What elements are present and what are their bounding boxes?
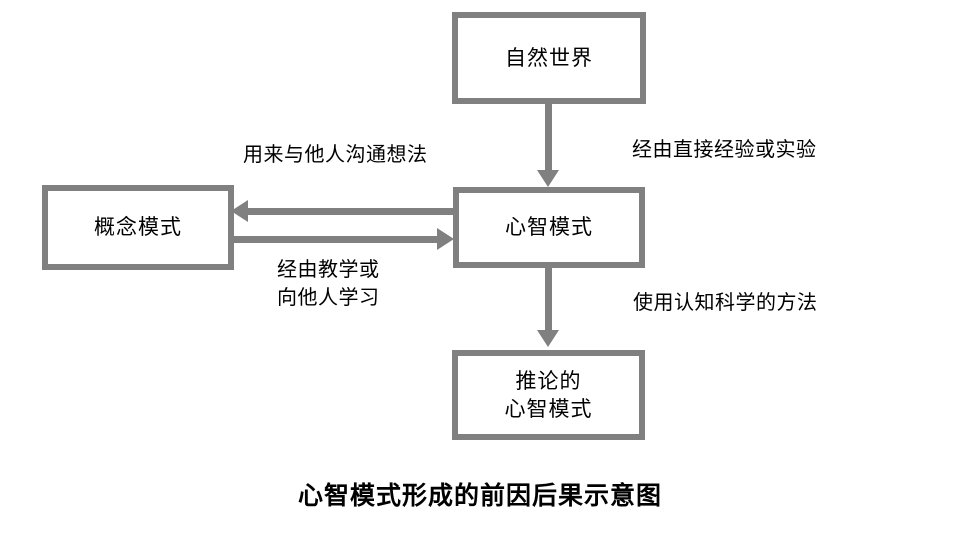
node-inferred-mental-model-label-line1: 推论的: [515, 368, 582, 393]
edge-natural-world-to-mental-model-arrowhead: [537, 170, 559, 187]
node-conceptual-model[interactable]: 概念模式: [42, 185, 234, 270]
node-mental-model-label: 心智模式: [505, 215, 593, 240]
edge-conceptual-model-to-mental-model-label: 经由教学或 向他人学习: [277, 257, 380, 309]
edge-mental-model-to-inferred-mental-model-line: [545, 268, 552, 332]
node-natural-world[interactable]: 自然世界: [452, 12, 646, 104]
edge-mental-model-to-inferred-mental-model-label: 使用认知科学的方法: [633, 290, 818, 314]
node-conceptual-model-label: 概念模式: [94, 215, 182, 240]
edge-mental-model-to-inferred-mental-model-arrowhead: [537, 330, 559, 347]
edge-natural-world-to-mental-model-line: [545, 104, 552, 172]
node-inferred-mental-model-label: 推论的 心智模式: [505, 367, 593, 424]
edge-natural-world-to-mental-model-label: 经由直接经验或实验: [632, 137, 817, 161]
edge-mental-model-to-conceptual-model-label: 用来与他人沟通想法: [243, 142, 428, 166]
node-inferred-mental-model[interactable]: 推论的 心智模式: [452, 350, 645, 440]
edge-mental-model-to-conceptual-model-line: [246, 208, 454, 215]
node-natural-world-label: 自然世界: [505, 45, 593, 70]
edge-mental-model-to-conceptual-model-arrowhead: [231, 200, 248, 222]
edge-conceptual-model-to-mental-model-arrowhead: [437, 228, 454, 250]
edge-conceptual-model-to-mental-model-line: [234, 236, 440, 243]
diagram-caption: 心智模式形成的前因后果示意图: [297, 481, 662, 510]
node-mental-model[interactable]: 心智模式: [453, 187, 645, 268]
node-inferred-mental-model-label-line2: 心智模式: [504, 397, 593, 421]
